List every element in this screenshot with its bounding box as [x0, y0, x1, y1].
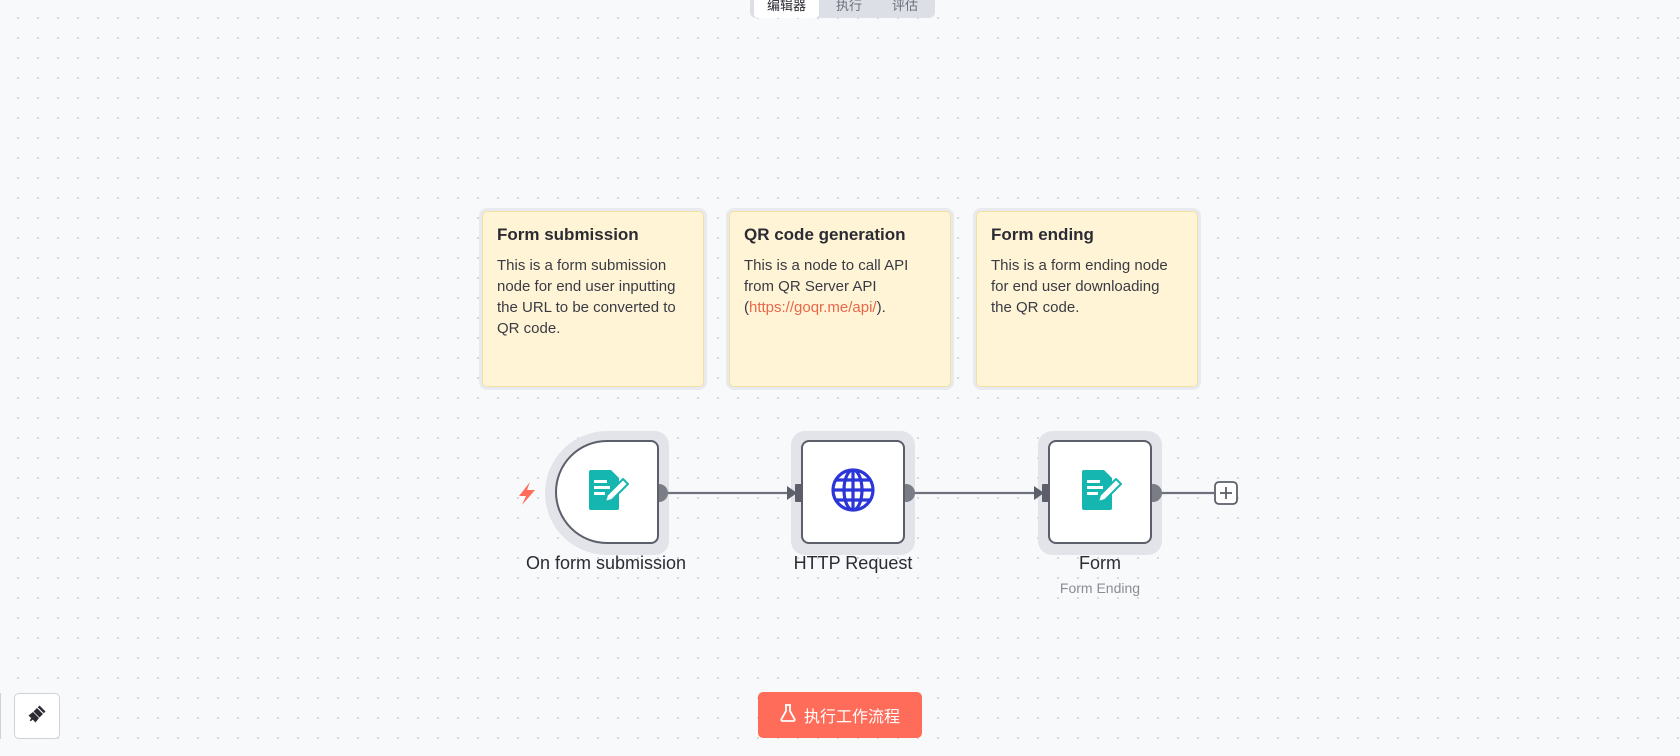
tab-evaluations[interactable]: 评估 — [892, 0, 919, 14]
form-document-icon — [1078, 468, 1122, 517]
sticky-note-title: Form submission — [497, 225, 639, 244]
sticky-note-body: This is a node to call API from QR Serve… — [744, 255, 936, 318]
node-on-form-submission[interactable] — [555, 440, 659, 544]
add-node-plus-icon[interactable] — [1214, 481, 1238, 505]
node-label: On form submission — [525, 553, 687, 573]
sticky-note-body-suffix: ). — [876, 299, 886, 316]
tab-editor[interactable]: 编辑器 — [754, 0, 820, 18]
node-subtitle: Form Ending — [1059, 580, 1141, 596]
trigger-bolt-icon — [519, 482, 535, 505]
sticky-note-title: Form ending — [991, 225, 1094, 244]
broom-icon — [27, 704, 47, 729]
sticky-note-form-ending[interactable]: Form ending This is a form ending node f… — [973, 208, 1201, 390]
form-document-icon — [585, 468, 629, 517]
connection-form-to-http[interactable] — [659, 486, 797, 500]
node-form-ending[interactable] — [1048, 440, 1152, 544]
tidy-up-button[interactable] — [14, 693, 60, 739]
connection-http-to-form-ending[interactable] — [906, 486, 1044, 500]
node-http-request[interactable] — [801, 440, 905, 544]
goqr-api-link[interactable]: https://goqr.me/api/ — [749, 299, 877, 316]
view-tabs: 编辑器 执行 评估 — [750, 0, 936, 18]
node-label: Form — [1079, 553, 1121, 573]
sticky-note-body-prefix: This is a node to call API from QR Serve… — [744, 257, 909, 316]
sticky-note-body: This is a form ending node for end user … — [991, 257, 1168, 316]
panel-edge — [0, 693, 1, 739]
sticky-note-title: QR code generation — [744, 225, 906, 244]
flask-icon — [780, 704, 796, 726]
sticky-note-form-submission[interactable]: Form submission This is a form submissio… — [479, 208, 707, 390]
sticky-note-qr-code-generation[interactable]: QR code generation This is a node to cal… — [726, 208, 954, 390]
execute-workflow-button[interactable]: 执行工作流程 — [758, 692, 922, 738]
globe-icon — [829, 466, 877, 519]
execute-workflow-label: 执行工作流程 — [803, 707, 900, 726]
node-label: HTTP Request — [793, 553, 913, 573]
sticky-note-body: This is a form submission node for end u… — [497, 257, 676, 337]
tab-executions[interactable]: 执行 — [836, 0, 863, 14]
